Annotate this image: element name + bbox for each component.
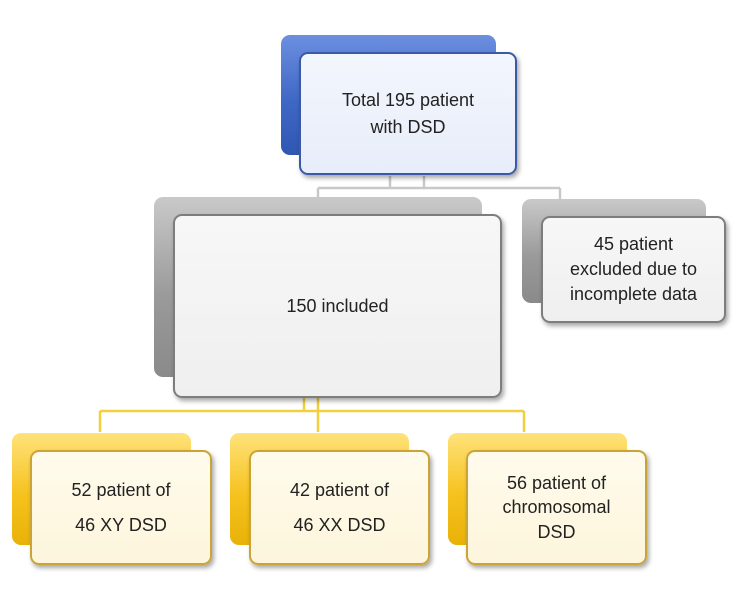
excluded-node-line-2: excluded due to <box>569 258 698 279</box>
leaf-node-xx-line-2: 46 XX DSD <box>293 514 386 535</box>
root-node-box: Total 195 patient with DSD <box>299 52 517 175</box>
root-node-line-1: Total 195 patient <box>341 90 475 111</box>
included-node-label: 150 included <box>286 295 389 316</box>
leaf-node-chromosomal-line-2: chromosomal <box>502 497 611 518</box>
leaf-node-chromosomal-box: 56 patient of chromosomal DSD <box>466 450 647 565</box>
included-node-box: 150 included <box>173 214 502 398</box>
leaf-node-xy-box: 52 patient of 46 XY DSD <box>30 450 212 565</box>
leaf-node-xx-box: 42 patient of 46 XX DSD <box>249 450 430 565</box>
leaf-node-xy-line-1: 52 patient of <box>71 480 171 501</box>
leaf-node-chromosomal-line-1: 56 patient of <box>506 473 607 494</box>
excluded-node-line-1: 45 patient <box>593 233 674 254</box>
excluded-node-box: 45 patient excluded due to incomplete da… <box>541 216 726 323</box>
leaf-node-chromosomal-line-3: DSD <box>537 521 576 542</box>
root-node-line-2: with DSD <box>370 116 446 137</box>
leaf-node-xy-line-2: 46 XY DSD <box>75 514 167 535</box>
excluded-node-line-3: incomplete data <box>569 284 698 305</box>
leaf-node-xx-line-1: 42 patient of <box>289 480 390 501</box>
